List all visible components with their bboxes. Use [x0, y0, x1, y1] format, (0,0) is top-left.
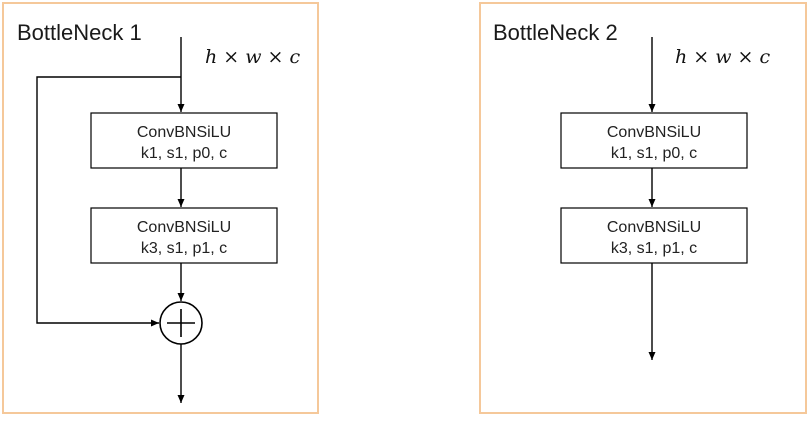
panel-2-conv-block-1: ConvBNSiLU k1, s1, p0, c: [560, 112, 748, 169]
panel-1-conv-block-1: ConvBNSiLU k1, s1, p0, c: [90, 112, 278, 169]
panel-2-border: [479, 2, 807, 414]
panel-1-conv-block-2-params: k3, s1, p1, c: [141, 240, 227, 257]
panel-1-conv-block-2-name: ConvBNSiLU: [137, 219, 231, 236]
panel-2-conv-block-2-params: k3, s1, p1, c: [611, 240, 697, 257]
panel-1-input-dims: h × w × c: [205, 46, 300, 68]
panel-1-conv-block-2-box: [90, 207, 278, 264]
panel-1-conv-block-1-name: ConvBNSiLU: [137, 124, 231, 141]
panel-1-title: BottleNeck 1: [17, 20, 142, 45]
panel-2-conv-block-1-params: k1, s1, p0, c: [611, 145, 697, 162]
panel-2-conv-block-1-name: ConvBNSiLU: [607, 124, 701, 141]
panel-bottleneck-1: BottleNeck 1 h × w × c ConvBNSiLU k1, s1…: [2, 2, 319, 414]
panel-1-conv-block-1-params: k1, s1, p0, c: [141, 145, 227, 162]
panel-1-border: [2, 2, 319, 414]
panel-1-conv-block-2: ConvBNSiLU k3, s1, p1, c: [90, 207, 278, 264]
panel-2-conv-block-2-name: ConvBNSiLU: [607, 219, 701, 236]
panel-2-conv-block-2: ConvBNSiLU k3, s1, p1, c: [560, 207, 748, 264]
panel-2-input-dims: h × w × c: [675, 46, 770, 68]
panel-1-residual-path: [36, 76, 181, 327]
panel-2-title: BottleNeck 2: [493, 20, 618, 45]
panel-2-conv-block-2-box: [560, 207, 748, 264]
circled-plus-icon: [159, 301, 203, 345]
panel-1-conv-block-1-box: [90, 112, 278, 169]
panel-bottleneck-2: BottleNeck 2 h × w × c ConvBNSiLU k1, s1…: [479, 2, 807, 414]
panel-2-conv-block-1-box: [560, 112, 748, 169]
